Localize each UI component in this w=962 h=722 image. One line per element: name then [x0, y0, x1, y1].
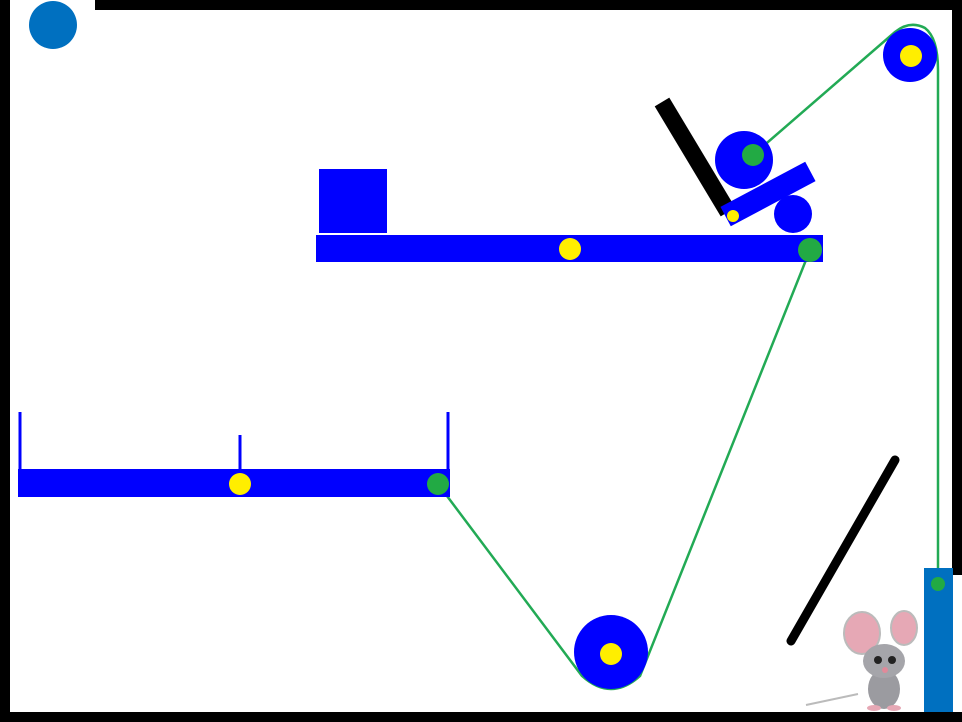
bottom-pulley-pivot — [600, 643, 622, 665]
mouse-foot-right — [887, 705, 901, 711]
mouse-foot-left — [867, 705, 881, 711]
upper-box[interactable] — [319, 169, 387, 233]
tilted-plank[interactable] — [720, 161, 816, 227]
mouse-ear-left — [843, 611, 881, 655]
frame-right — [952, 0, 962, 575]
ball-icon[interactable] — [29, 1, 77, 49]
left-platform-pivot — [229, 473, 251, 495]
black-stick-lower[interactable] — [786, 455, 900, 646]
rope-upper-pulley — [752, 23, 940, 584]
mouse-ear-right — [890, 610, 918, 646]
frame-left — [0, 0, 10, 722]
mouse-body — [868, 669, 900, 709]
mouse-icon — [805, 610, 918, 711]
mouse-tail — [805, 693, 859, 706]
top-right-pulley-pivot — [900, 45, 922, 67]
small-wheel[interactable] — [774, 195, 812, 233]
left-platform-rope-anchor — [427, 473, 449, 495]
rope-system — [437, 23, 940, 691]
frame-top — [95, 0, 962, 10]
upper-wheel-rope-anchor — [742, 144, 764, 166]
target-bin[interactable] — [924, 568, 953, 712]
mouse-eye-right — [888, 656, 896, 664]
upper-platform-pivot — [559, 238, 581, 260]
upper-platform-rope-anchor — [798, 238, 822, 262]
target-bin-rope-anchor — [931, 577, 945, 591]
mouse-nose — [882, 667, 888, 673]
mouse-eye-left — [874, 656, 882, 664]
frame-bottom — [0, 712, 962, 722]
tilted-plank-pivot — [727, 210, 739, 222]
mouse-head — [863, 644, 905, 678]
black-stick-upper[interactable] — [654, 97, 736, 217]
